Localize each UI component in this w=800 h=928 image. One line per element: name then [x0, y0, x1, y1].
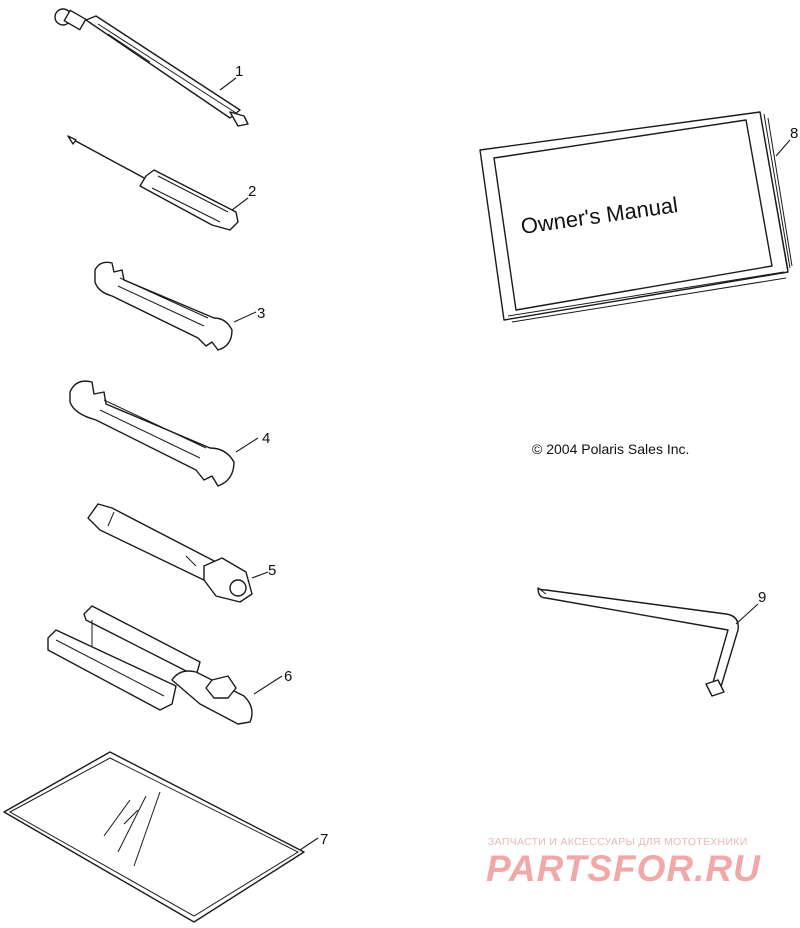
callout-8: 8 — [790, 125, 798, 142]
tool-bag-part — [3, 751, 305, 923]
callout-5: 5 — [268, 562, 276, 579]
callout-2: 2 — [248, 183, 256, 200]
spark-plug-wrench-part — [87, 503, 253, 603]
callout-4: 4 — [262, 430, 270, 447]
tool-holder-part — [47, 605, 253, 725]
tire-gauge-part — [54, 8, 249, 127]
large-wrench-part — [69, 380, 235, 487]
callout-7: 7 — [320, 831, 328, 848]
screwdriver-part — [67, 135, 239, 231]
copyright-notice: © 2004 Polaris Sales Inc. — [532, 441, 690, 457]
small-wrench-part — [94, 261, 233, 351]
owners-manual-part: Owner's Manual — [479, 111, 793, 323]
callout-9: 9 — [758, 589, 766, 606]
watermark-brand: PARTSFOR.RU — [486, 848, 761, 889]
callout-3: 3 — [257, 305, 265, 322]
callout-6: 6 — [284, 668, 292, 685]
watermark-tagline: ЗАПЧАСТИ И АКСЕССУАРЫ ДЛЯ МОТОТЕХНИКИ — [488, 836, 748, 848]
hex-key-part — [537, 587, 739, 697]
callout-1: 1 — [235, 63, 243, 80]
